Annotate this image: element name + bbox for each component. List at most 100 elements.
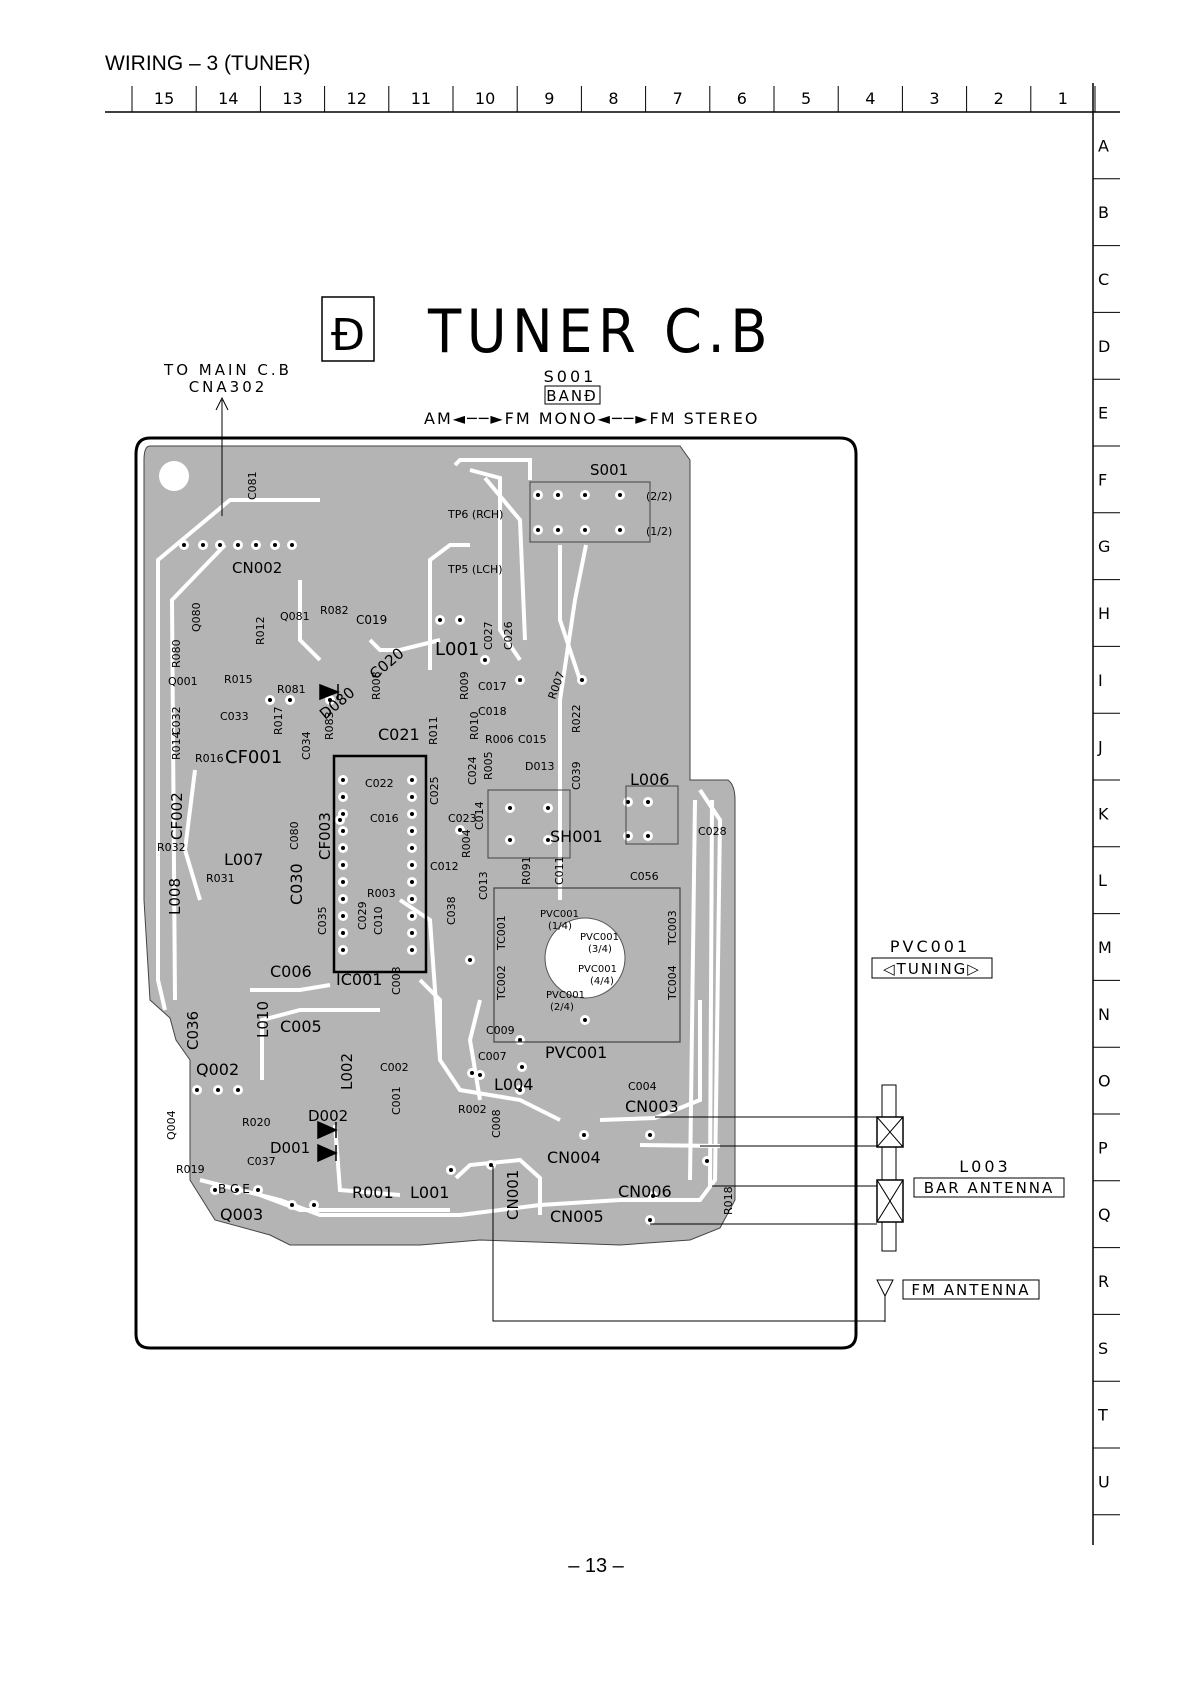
solder-pad-hole (518, 678, 522, 682)
component-ref: Q081 (280, 610, 310, 623)
component-ref: R017 (272, 706, 285, 735)
component-ref: IC001 (336, 970, 382, 989)
component-ref: CN006 (618, 1182, 672, 1201)
component-ref: R082 (320, 604, 349, 617)
component-ref: TC002 (495, 965, 508, 1001)
component-ref: R011 (427, 716, 440, 745)
band-label: BANĐ (546, 387, 597, 405)
component-ref: CF003 (316, 812, 334, 860)
pcb-trace (182, 769, 202, 901)
component-ref: R083 (323, 711, 336, 740)
component-ref: C023 (448, 812, 477, 825)
solder-pad-hole (583, 493, 587, 497)
page-title: WIRING – 3 (TUNER) (105, 52, 311, 75)
solder-pad-hole (536, 493, 540, 497)
component-ref: C018 (478, 705, 507, 718)
component-ref: R002 (458, 1103, 487, 1116)
diode-symbol (317, 1143, 338, 1163)
component-ref: C027 (482, 621, 495, 650)
component-ref: C014 (473, 801, 486, 830)
solder-pad-hole (341, 948, 345, 952)
component-ref: L010 (254, 1001, 272, 1038)
solder-pad-hole (236, 1088, 240, 1092)
component-ref: C033 (220, 710, 249, 723)
component-ref: TC001 (495, 915, 508, 951)
solder-pad-hole (341, 863, 345, 867)
solder-pad-hole (518, 1038, 522, 1042)
pcb-trace (558, 545, 582, 681)
antenna-wires (492, 1116, 885, 1322)
solder-pad-hole (410, 948, 414, 952)
ic001-outline (332, 754, 428, 974)
component-ref: C013 (477, 871, 490, 900)
solder-pad-hole (470, 1071, 474, 1075)
to-main-connector: CNA302 (189, 378, 268, 396)
pcb-trace (298, 580, 322, 662)
component-ref: D002 (308, 1107, 348, 1125)
component-ref: Q004 (165, 1110, 178, 1140)
column-label: 13 (282, 89, 302, 108)
component-ref: (3/4) (588, 944, 612, 955)
pvc001-outline (493, 887, 681, 1043)
component-ref: (2/2) (646, 490, 672, 503)
pcb-trace (467, 999, 482, 1101)
solder-pad-hole (218, 543, 222, 547)
row-label: M (1098, 938, 1112, 957)
component-ref: L008 (166, 878, 184, 915)
solder-pad-hole (582, 1133, 586, 1137)
solder-pad-hole (328, 698, 332, 702)
row-label: F (1098, 470, 1107, 489)
component-ref: R016 (195, 752, 224, 765)
solder-pad-hole (338, 818, 342, 822)
component-ref: R022 (570, 704, 583, 733)
solder-pad-hole (195, 1088, 199, 1092)
component-ref: L002 (338, 1053, 356, 1090)
tuner-board (134, 436, 858, 1350)
pcb-trace (483, 476, 527, 641)
component-ref: R010 (468, 711, 481, 740)
component-ref: C012 (430, 860, 459, 873)
l006-outline (625, 785, 679, 845)
solder-pad-hole (341, 880, 345, 884)
column-label: 7 (673, 89, 683, 108)
solder-pad-hole (546, 806, 550, 810)
component-ref: D001 (270, 1139, 310, 1157)
component-ref: R019 (176, 1163, 205, 1176)
component-ref: R020 (242, 1116, 271, 1129)
component-ref: TC004 (666, 965, 679, 1001)
column-label: 10 (475, 89, 495, 108)
component-ref: L007 (224, 850, 263, 869)
solder-pad-hole (268, 698, 272, 702)
solder-pad-hole (410, 897, 414, 901)
solder-pad-hole (651, 1194, 655, 1198)
solder-pad-hole (235, 1188, 239, 1192)
pcb-trace (708, 799, 714, 1187)
component-ref: R015 (224, 673, 253, 686)
pvc001-body (544, 917, 626, 999)
component-ref: C002 (380, 1061, 409, 1074)
component-ref: PVC001 (546, 990, 585, 1001)
component-ref: CF001 (225, 747, 282, 768)
pcb-trace (368, 638, 441, 652)
component-ref: C039 (570, 761, 583, 790)
component-ref: C056 (630, 870, 659, 883)
component-ref: R001 (352, 1183, 394, 1202)
s001-ref: S001 (544, 367, 597, 386)
pcb-trace (454, 1157, 542, 1215)
component-ref: C019 (356, 613, 387, 627)
pcb-trace (250, 983, 331, 992)
board-title: TUNER C.B (427, 297, 773, 367)
component-ref: C037 (247, 1155, 276, 1168)
solder-pad-hole (626, 800, 630, 804)
component-ref: (2/4) (550, 1002, 574, 1013)
s001-body (529, 481, 651, 543)
component-ref: L004 (494, 1075, 533, 1094)
column-label: 14 (218, 89, 238, 108)
solder-pad-hole (489, 1163, 493, 1167)
solder-pad-hole (508, 806, 512, 810)
column-label: 9 (544, 89, 554, 108)
pcb-trace (469, 468, 522, 662)
solder-pad-hole (341, 795, 345, 799)
pcb-trace (453, 458, 532, 480)
component-ref: C004 (628, 1080, 657, 1093)
